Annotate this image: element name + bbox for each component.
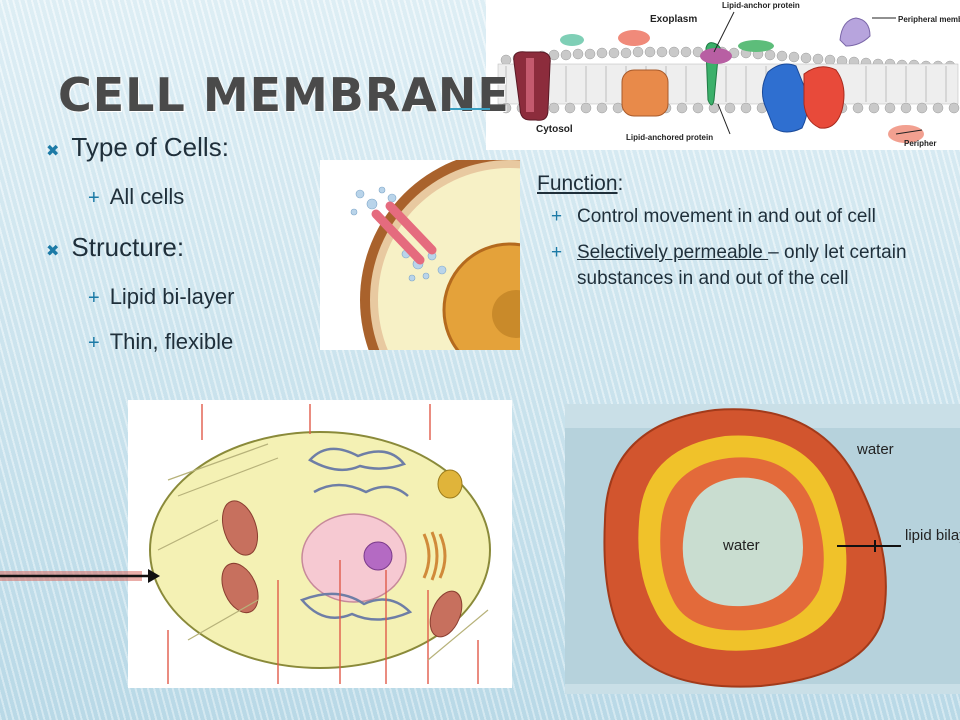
cell-closeup-svg xyxy=(320,160,520,350)
animal-cell-svg xyxy=(128,400,512,688)
green-glycoprotein-shape xyxy=(560,34,584,46)
sub-bullet-label: Thin, flexible xyxy=(109,329,234,354)
sub-bullet-label: All cells xyxy=(109,184,185,209)
label-exoplasm: Exoplasm xyxy=(650,14,697,25)
plus-icon: + xyxy=(88,287,100,309)
channel-protein-highlight xyxy=(526,58,534,112)
plus-icon: + xyxy=(88,332,100,354)
nucleolus-shape xyxy=(492,290,520,338)
function-heading-text: Function xyxy=(537,172,618,195)
title-underline xyxy=(450,108,490,110)
pointer-arrow xyxy=(0,569,160,583)
mitochondrion-c-shape xyxy=(429,590,463,638)
function-item-text: Control movement in and out of cell xyxy=(577,206,876,227)
function-item-underlined: Selectively permeable xyxy=(577,242,769,263)
mitochondrion-b-shape xyxy=(221,562,259,614)
label-peripheral-bottom: Peripher xyxy=(904,139,936,148)
plus-icon: + xyxy=(551,206,563,227)
label-water-inside: water xyxy=(722,537,760,554)
pink-protein-shape xyxy=(618,30,650,46)
function-item-rest: – only let certain substances in and out… xyxy=(577,242,907,289)
bottom-heads xyxy=(500,102,960,114)
mitochondrion-a-shape xyxy=(221,500,259,556)
bullet-type-of-cells: ✖ Type of Cells: xyxy=(46,132,229,163)
blue-protein-shape xyxy=(762,63,808,133)
plus-icon: + xyxy=(88,187,100,209)
x-mark-icon: ✖ xyxy=(46,243,60,260)
cytoskeleton-lines xyxy=(157,443,489,661)
liposome-diagram: water water lipid bilayer xyxy=(565,404,960,694)
vacuole-shape xyxy=(437,469,463,499)
er-mid-shape xyxy=(313,483,409,497)
membrane-protein-diagram: Exoplasm Lipid-anchor protein Peripheral… xyxy=(486,0,960,150)
bullet-label: Structure: xyxy=(71,232,185,262)
er-bottom-shape xyxy=(299,592,413,621)
lipid-anchor-head-shape xyxy=(700,48,732,64)
liposome-svg: water water lipid bilayer xyxy=(565,404,960,694)
sub-bullet-all-cells: + All cells xyxy=(88,184,184,210)
function-item-control: + Control movement in and out of cell xyxy=(537,204,937,230)
function-heading-colon: : xyxy=(617,172,624,195)
peripheral-protein-bottom-shape xyxy=(888,125,924,143)
plus-icon: + xyxy=(551,242,563,263)
nucleus-shape xyxy=(301,513,407,603)
red-arrows xyxy=(167,404,479,684)
membrane-protein-svg: Exoplasm Lipid-anchor protein Peripheral… xyxy=(486,0,960,150)
pointer-arrow-head xyxy=(148,569,160,583)
label-lipid-anchor: Lipid-anchor protein xyxy=(722,1,800,10)
label-cytosol: Cytosol xyxy=(536,124,573,135)
golgi-shape xyxy=(422,531,447,581)
sub-bullet-lipid-bilayer: + Lipid bi-layer xyxy=(88,284,234,310)
vesicle-interior-shape xyxy=(682,477,803,607)
sub-bullet-label: Lipid bi-layer xyxy=(109,284,235,309)
cell-membrane-closeup-image xyxy=(320,160,520,350)
function-item-permeable: + Selectively permeable – only let certa… xyxy=(537,240,937,292)
animal-cell-diagram xyxy=(128,400,512,688)
label-lipid-bilayer: lipid bilayer xyxy=(905,527,960,544)
leader-lines xyxy=(713,11,923,135)
label-water-outside: water xyxy=(856,441,894,458)
label-lipid-anchored: Lipid-anchored protein xyxy=(626,133,713,142)
sub-bullet-thin-flexible: + Thin, flexible xyxy=(88,329,233,355)
bullet-label: Type of Cells: xyxy=(71,132,229,162)
orange-protein-shape xyxy=(621,69,669,117)
nucleolus-shape xyxy=(363,541,393,571)
transport-protein-a xyxy=(371,209,425,265)
x-mark-icon: ✖ xyxy=(46,143,60,160)
peripheral-protein-top-shape xyxy=(839,17,871,47)
function-section: Function: + Control movement in and out … xyxy=(537,172,937,302)
transport-protein-b xyxy=(385,201,437,255)
bullet-structure: ✖ Structure: xyxy=(46,232,184,263)
function-heading: Function: xyxy=(537,172,937,196)
green-surface-protein-shape xyxy=(738,40,774,52)
er-top-shape xyxy=(308,447,407,472)
slide-title: CELL MEMBRANE xyxy=(58,68,510,122)
label-peripheral-top: Peripheral membrane protein xyxy=(898,15,960,24)
red-protein-shape xyxy=(803,66,845,129)
